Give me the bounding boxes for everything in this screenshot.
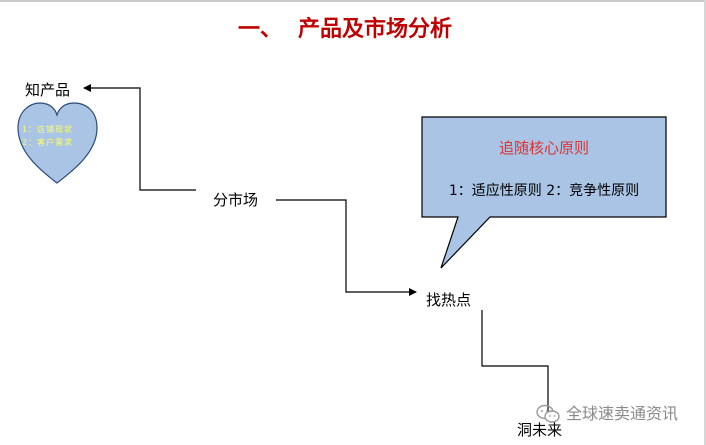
connector-market-to-product (83, 84, 196, 191)
frame-border-right (704, 0, 706, 445)
node-insight-future: 洞未来 (517, 421, 563, 439)
callout-shape (421, 116, 667, 269)
heart-shape (17, 102, 98, 184)
callout-title: 追随核心原则 (498, 139, 589, 157)
connector-market-to-hotspot (276, 199, 417, 296)
node-segment-market: 分市场 (213, 191, 259, 209)
watermark-text: 全球速卖通资讯 (566, 404, 679, 423)
heart-line-2: 2：客户需求 (22, 138, 74, 147)
connector-hotspot-to-future (481, 310, 549, 420)
node-know-product: 知产品 (25, 81, 71, 99)
wechat-icon (536, 404, 560, 423)
frame-border-top (0, 0, 706, 2)
callout-body: 1：适应性原则 2：竞争性原则 (448, 183, 640, 199)
title-number: 一、 (238, 17, 283, 42)
watermark: 全球速卖通资讯 (536, 402, 678, 426)
node-find-hotspot: 找热点 (426, 291, 472, 309)
slide-title: 一、产品及市场分析 (238, 14, 452, 46)
title-text: 产品及市场分析 (298, 17, 453, 42)
heart-line-1: 1：店铺现状 (22, 125, 74, 134)
